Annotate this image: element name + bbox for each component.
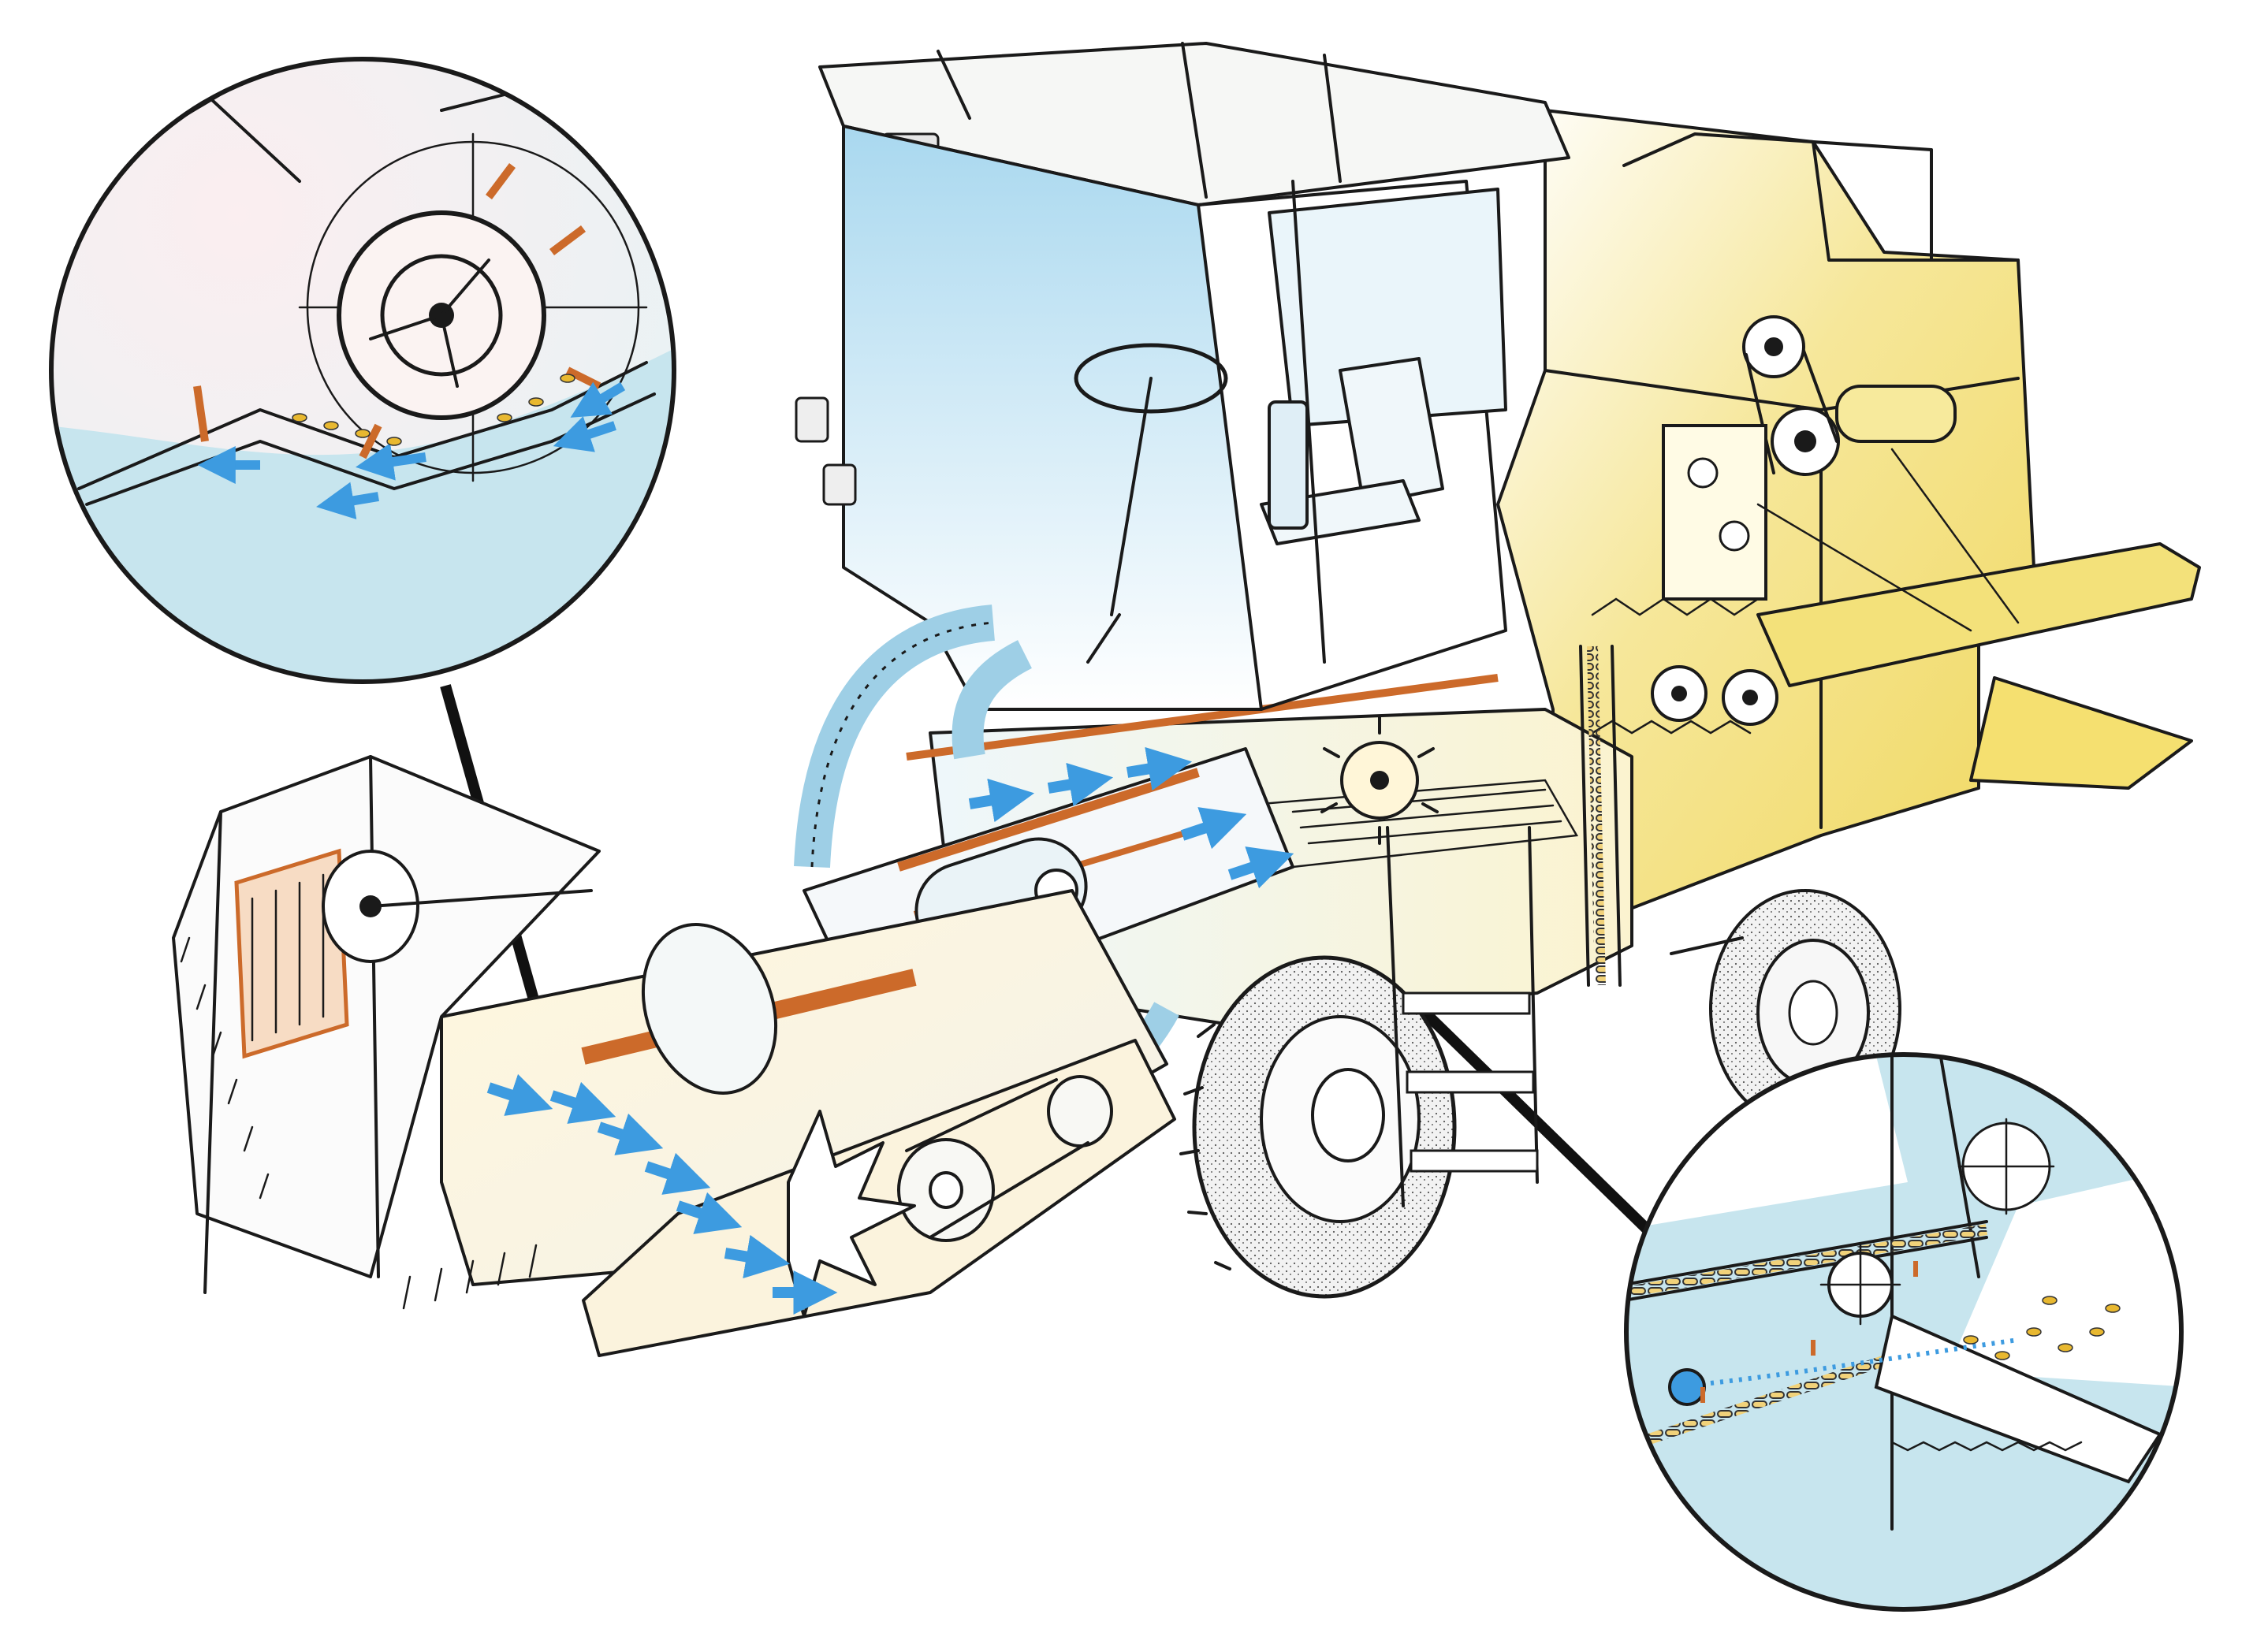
air-flow-arrow-icon [486, 746, 1294, 1315]
cleaning-sieve [1260, 779, 1579, 869]
side-lamp-icon [822, 463, 857, 506]
engine-icon [1662, 315, 1957, 601]
engine-compartment [1496, 109, 2035, 916]
cab-icon [795, 42, 1570, 711]
sprocket-icon [1320, 716, 1439, 845]
steering-wheel-icon [1074, 343, 1228, 664]
fan-detail-icon [49, 57, 676, 684]
drive-wheel-icon [1179, 955, 1457, 1299]
reel-hub-icon [322, 850, 593, 963]
ladder-icon [1386, 826, 1539, 1207]
chain-conveyor-detail-icon [1624, 1052, 2184, 1612]
feeder-house-icon [440, 889, 1176, 1357]
mirror-icon [1268, 400, 1309, 530]
side-lamp-icon [795, 396, 829, 443]
header-reel-icon [172, 755, 601, 1310]
grain-elevator-chain [1579, 645, 1622, 987]
unloading-auger-icon [1756, 448, 2201, 790]
